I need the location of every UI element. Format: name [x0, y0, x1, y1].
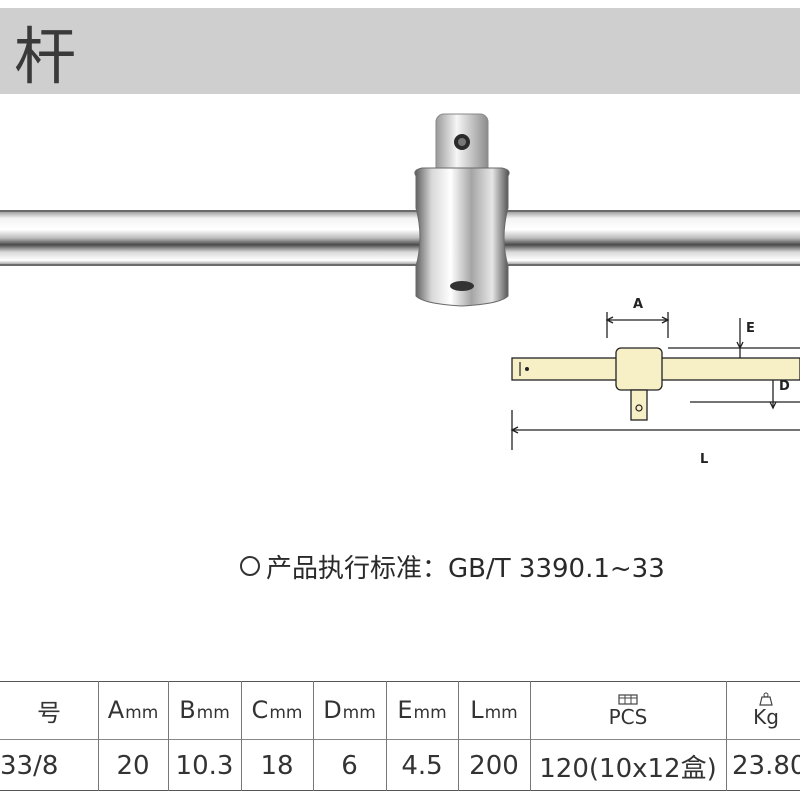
- cell-b: 10.3: [175, 751, 234, 781]
- weight-icon: [759, 692, 773, 706]
- header-kg: Kg: [726, 681, 800, 739]
- cell-a: 20: [116, 751, 150, 781]
- cell-l: 200: [469, 751, 519, 781]
- header-model: 号: [37, 698, 61, 727]
- label-d: D: [779, 379, 790, 394]
- col-divider: [313, 681, 314, 791]
- page-title: 杆: [14, 20, 77, 93]
- cell-pcs: 120(10x12盒): [539, 753, 717, 784]
- label-e: E: [746, 321, 755, 336]
- cell-d: 6: [341, 751, 358, 781]
- product-photo: [0, 113, 800, 307]
- table-bottom-border: [0, 790, 800, 791]
- cell-model: 33/8: [0, 751, 59, 781]
- col-divider: [241, 681, 242, 791]
- standard-code: GB/T 3390.1~33: [448, 554, 665, 584]
- label-a: A: [633, 297, 643, 312]
- col-divider: [530, 681, 531, 791]
- product-standard: 产品执行标准：GB/T 3390.1~33: [240, 551, 665, 587]
- col-divider: [168, 681, 169, 791]
- table-header-divider: [0, 739, 800, 740]
- standard-prefix: 产品执行标准：: [266, 554, 449, 584]
- cell-c: 18: [260, 751, 294, 781]
- header-pcs: PCS: [530, 681, 726, 739]
- cell-kg: 23.80: [732, 751, 800, 781]
- table-top-border: [0, 681, 800, 682]
- t-bar-shape: [511, 347, 800, 421]
- cell-e: 4.5: [401, 751, 443, 781]
- label-l: L: [700, 452, 708, 467]
- box-icon: [618, 694, 638, 705]
- dimension-diagram: A E D L: [510, 297, 800, 467]
- col-divider: [98, 681, 99, 791]
- col-divider: [386, 681, 387, 791]
- col-divider: [458, 681, 459, 791]
- header-band: 杆: [0, 8, 800, 94]
- col-divider: [726, 681, 727, 791]
- circle-bullet-icon: [240, 556, 260, 576]
